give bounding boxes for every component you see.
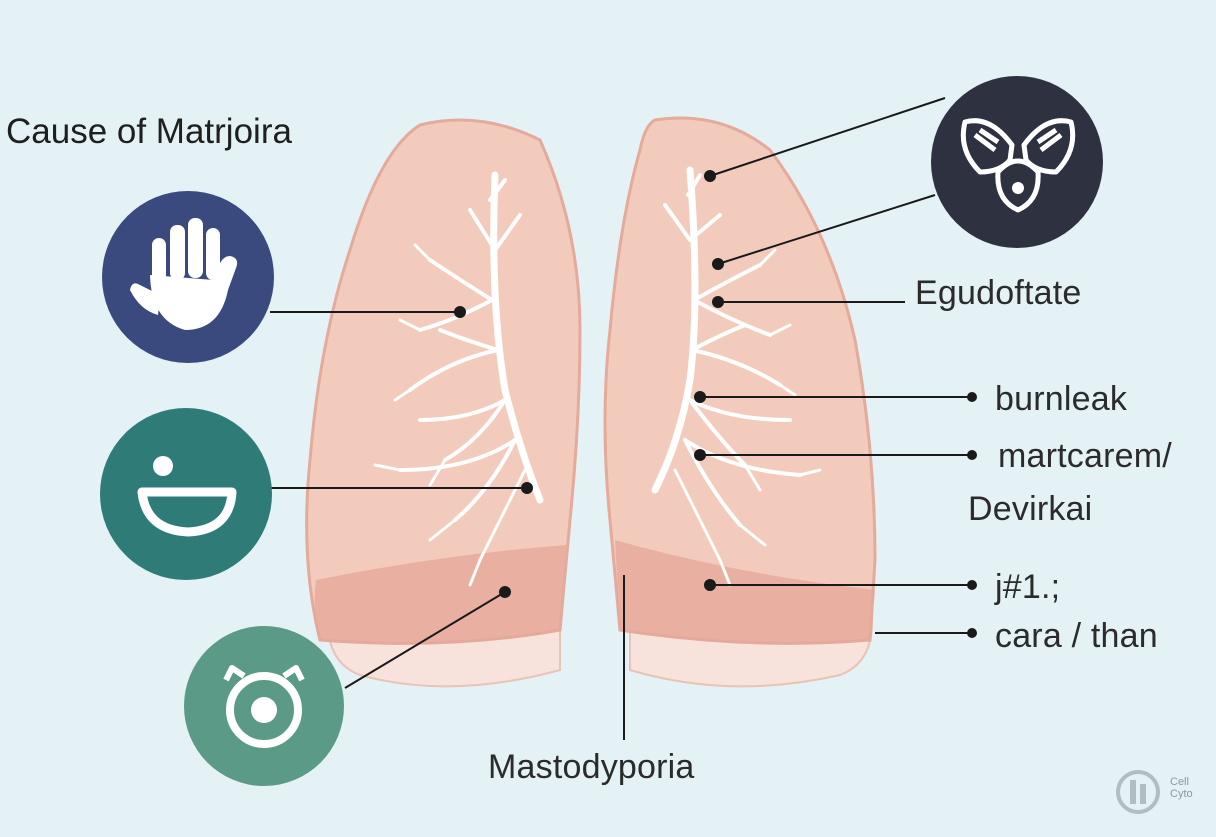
right-lung-body xyxy=(603,116,877,645)
label-j41: j#1.; xyxy=(995,568,1061,606)
right-lung-vessels xyxy=(651,166,822,587)
left-lung xyxy=(305,118,582,688)
label-burnleak: burnleak xyxy=(995,380,1128,418)
left-lung-body xyxy=(305,118,582,645)
butterfly-organ-icon xyxy=(931,76,1103,248)
watermark-logo xyxy=(1116,770,1160,814)
watermark-line-2: Cyto xyxy=(1170,788,1193,800)
label-cara-than: cara / than xyxy=(995,617,1158,655)
leader-dots xyxy=(454,170,977,638)
label-mastodyporia: Mastodyporia xyxy=(488,748,695,786)
label-martcarem: martcarem/ xyxy=(998,437,1172,475)
left-lung-lower-lobe xyxy=(314,545,566,644)
diagram-title: Cause of Matrjoira xyxy=(6,112,292,151)
label-egudoftate: Egudoftate xyxy=(915,274,1082,312)
watermark-line-1: Cell xyxy=(1170,776,1189,788)
hand-icon xyxy=(102,191,274,363)
left-lung-vessels xyxy=(373,171,544,587)
watermark-text: Cell Cyto xyxy=(1170,776,1193,800)
label-devirkai: Devirkai xyxy=(968,490,1093,528)
leader-lines xyxy=(270,97,972,740)
right-lung xyxy=(603,116,877,688)
smile-face-icon xyxy=(100,408,272,580)
target-eye-icon xyxy=(184,626,344,786)
right-lung-lower-lobe xyxy=(615,540,875,644)
